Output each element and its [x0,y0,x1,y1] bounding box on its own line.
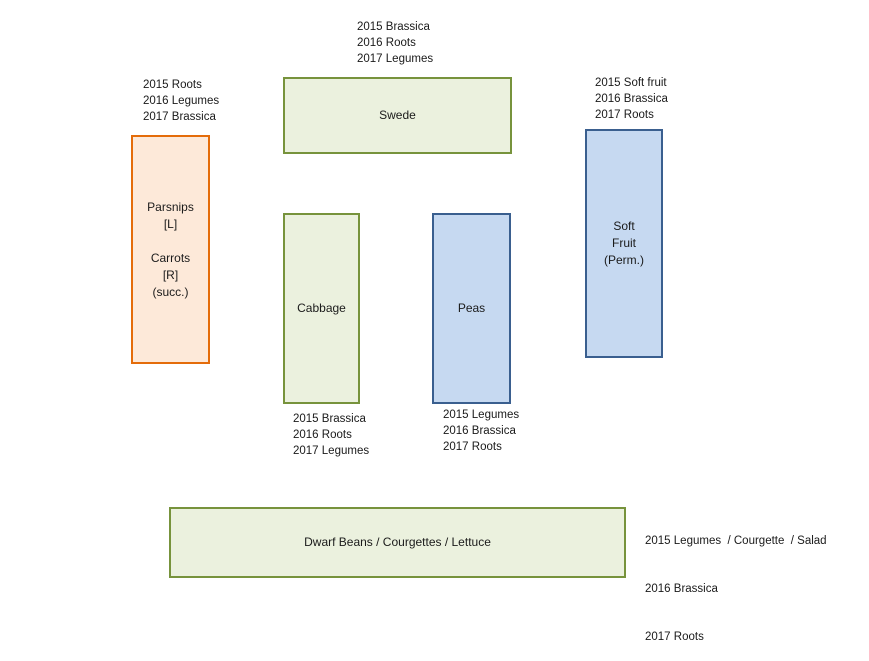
cabbage-history: 2015 Brassica 2016 Roots 2017 Legumes [293,411,369,459]
swede-bed: Swede [283,77,512,154]
dwarf-beans-bed-label: Dwarf Beans / Courgettes / Lettuce [304,535,491,549]
cabbage-history-2015: 2015 Brassica [293,413,366,425]
cabbage-bed: Cabbage [283,213,360,404]
peas-bed-label: Peas [457,301,486,315]
cabbage-history-2017: 2017 Legumes [293,445,370,457]
soft-fruit-bed: Soft Fruit (Perm.) [585,129,663,358]
swede-history: 2015 Brassica 2016 Roots 2017 Legumes [357,19,433,67]
soft-fruit-bed-label: Soft Fruit (Perm.) [604,219,644,267]
dwarf-beans-history-2016: 2016 Brassica [645,583,718,595]
dwarf-beans-bed: Dwarf Beans / Courgettes / Lettuce [169,507,626,578]
cabbage-history-2016: 2016 Roots [293,429,352,441]
soft-fruit-history-2016: 2016 Brassica [595,93,668,105]
swede-history-2017: 2017 Legumes [357,53,434,65]
dwarf-beans-history: 2015 Legumes / Courgette / Salad 2016 Br… [645,501,827,661]
parsnips-carrots-history-2017: 2017 Brassica [143,111,216,123]
swede-bed-label: Swede [379,108,416,122]
parsnips-carrots-bed-label: Parsnips [L] Carrots [R] (succ.) [147,199,194,299]
parsnips-carrots-history-2015: 2015 Roots [143,79,202,91]
peas-bed: Peas [432,213,511,404]
swede-history-2015: 2015 Brassica [357,21,430,33]
dwarf-beans-history-2015: 2015 Legumes / Courgette / Salad [645,535,827,547]
soft-fruit-history-2017: 2017 Roots [595,109,654,121]
parsnips-carrots-history-2016: 2016 Legumes [143,95,220,107]
peas-history: 2015 Legumes 2016 Brassica 2017 Roots [443,407,519,455]
parsnips-carrots-history: 2015 Roots 2016 Legumes 2017 Brassica [143,77,219,125]
soft-fruit-history: 2015 Soft fruit 2016 Brassica 2017 Roots [595,75,668,123]
peas-history-2016: 2016 Brassica [443,425,516,437]
dwarf-beans-history-2017: 2017 Roots [645,631,704,643]
swede-history-2016: 2016 Roots [357,37,416,49]
parsnips-carrots-bed: Parsnips [L] Carrots [R] (succ.) [131,135,210,364]
peas-history-2015: 2015 Legumes [443,409,520,421]
peas-history-2017: 2017 Roots [443,441,502,453]
soft-fruit-history-2015: 2015 Soft fruit [595,77,667,89]
cabbage-bed-label: Cabbage [297,301,346,315]
